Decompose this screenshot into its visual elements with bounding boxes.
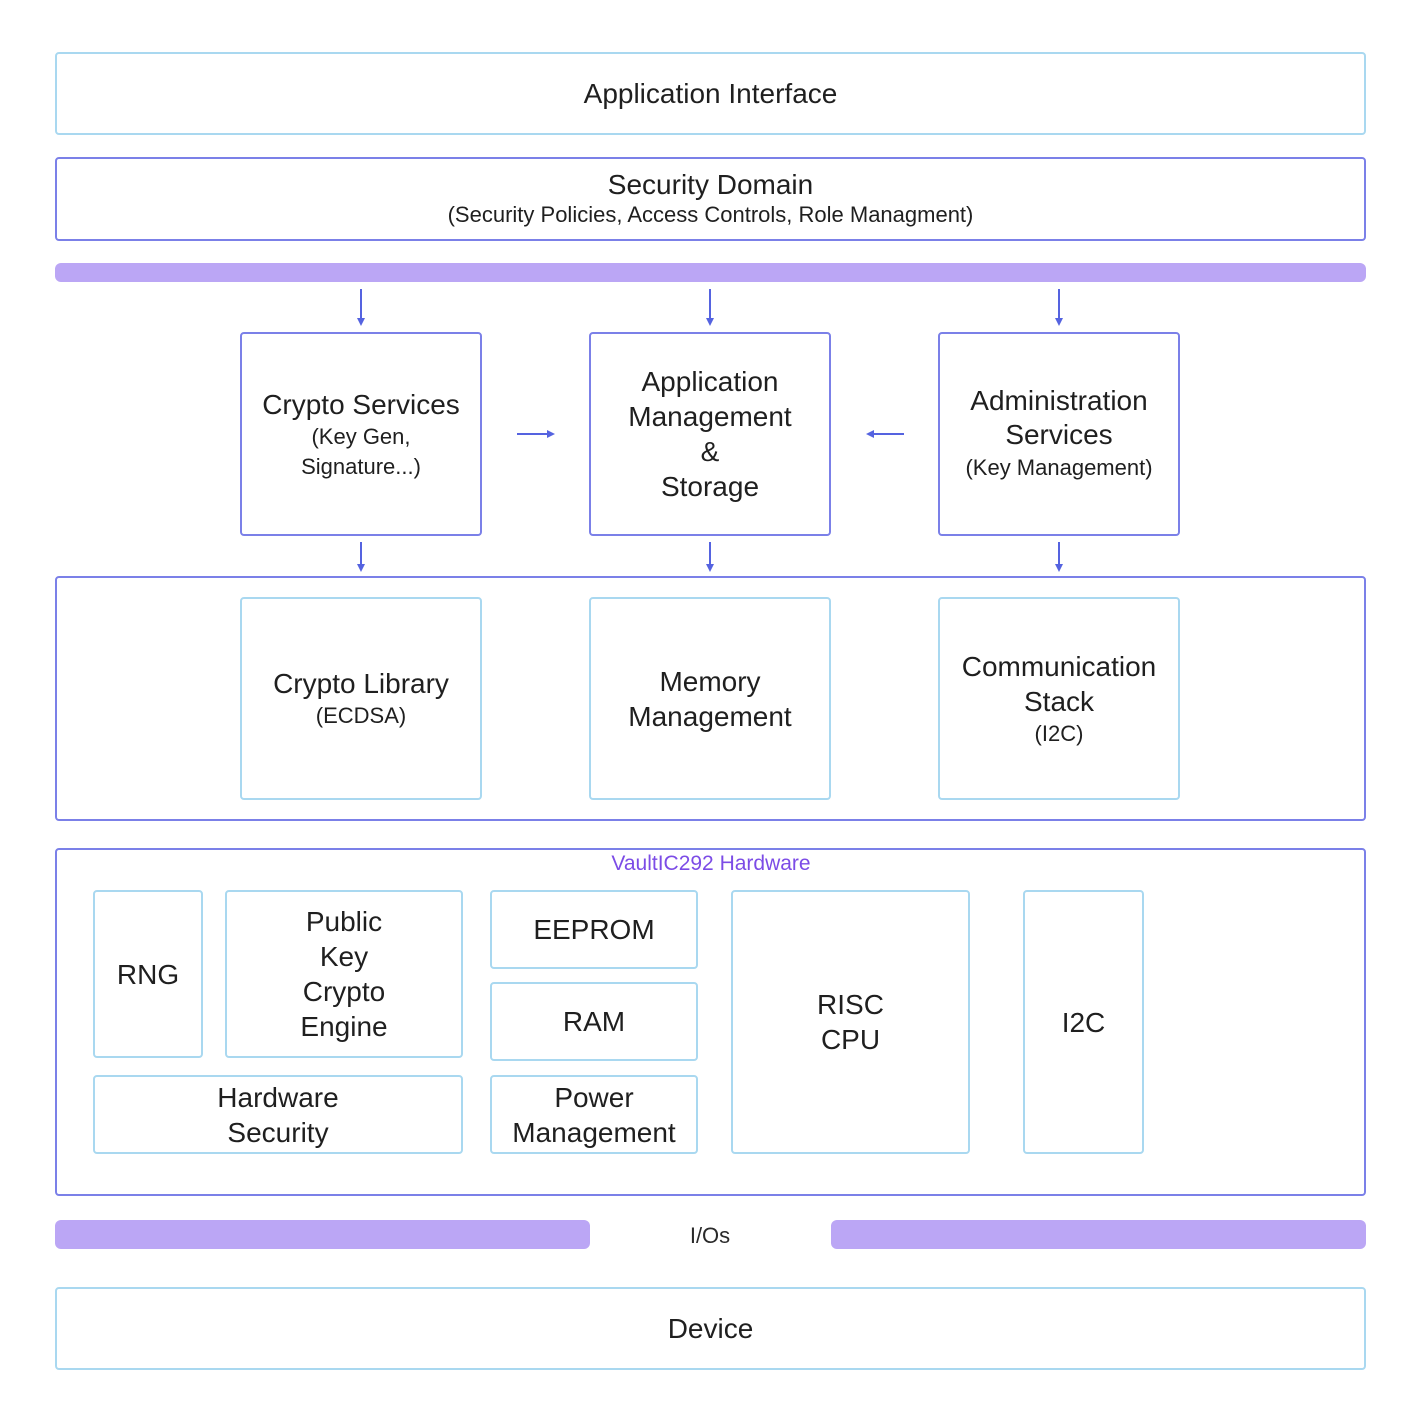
crypto-services-title: Crypto Services: [262, 388, 460, 420]
application-interface-label: Application Interface: [583, 78, 838, 109]
admin-line-1: Administration: [970, 385, 1148, 416]
public-key-crypto-engine-box: Public Key Crypto Engine: [225, 890, 463, 1058]
pke-line-1: Public: [305, 906, 383, 937]
memory-management-line-1: Memory: [659, 665, 761, 697]
memory-management-box: Memory Management: [589, 597, 831, 800]
ram-label: RAM: [562, 1006, 626, 1037]
io-label: I/Os: [689, 1223, 731, 1248]
power-management-box: Power Management: [490, 1075, 698, 1154]
admin-line-2: Services: [1005, 419, 1113, 450]
hardware-security-line-1: Hardware: [217, 1081, 339, 1113]
app-mgmt-line-1: Application: [641, 366, 779, 397]
crypto-services-sub-2: Signature...): [301, 453, 421, 479]
communication-stack-line-2: Stack: [1023, 685, 1095, 717]
crypto-library-title: Crypto Library: [273, 668, 449, 699]
security-domain-label: Security Domain: [607, 169, 814, 200]
top-bus-bar: [55, 263, 1366, 282]
communication-stack-line-3: (I2C): [1034, 720, 1084, 746]
io-bar-right: [831, 1220, 1366, 1249]
application-management-box: Application Management & Storage: [589, 332, 831, 536]
risc-cpu-line-2: CPU: [820, 1024, 881, 1055]
app-mgmt-line-4: Storage: [660, 471, 760, 502]
device-label: Device: [667, 1313, 754, 1344]
power-management-line-2: Management: [512, 1116, 676, 1148]
risc-cpu-box: RISC CPU: [731, 890, 970, 1154]
rng-box: RNG: [93, 890, 203, 1058]
hardware-title: VaultIC292 Hardware: [611, 852, 811, 875]
ram-box: RAM: [490, 982, 698, 1061]
i2c-label: I2C: [1061, 1006, 1106, 1038]
crypto-services-sub-1: (Key Gen,: [311, 423, 411, 449]
device-box: Device: [55, 1287, 1366, 1370]
communication-stack-line-1: Communication: [961, 650, 1157, 682]
eeprom-label: EEPROM: [533, 914, 655, 945]
crypto-library-box: Crypto Library (ECDSA): [240, 597, 482, 800]
pke-line-4: Engine: [300, 1011, 388, 1042]
communication-stack-box: Communication Stack (I2C): [938, 597, 1180, 800]
power-management-line-1: Power: [554, 1081, 634, 1113]
eeprom-box: EEPROM: [490, 890, 698, 969]
crypto-services-box: Crypto Services (Key Gen, Signature...): [240, 332, 482, 536]
administration-services-box: Administration Services (Key Management): [938, 332, 1180, 536]
hardware-security-line-2: Security: [227, 1116, 329, 1148]
security-domain-box: Security Domain (Security Policies, Acce…: [55, 157, 1366, 241]
app-mgmt-line-3: &: [700, 436, 720, 467]
admin-line-3: (Key Management): [965, 455, 1153, 480]
application-interface-box: Application Interface: [55, 52, 1366, 135]
pke-line-3: Crypto: [302, 976, 386, 1007]
crypto-library-sub: (ECDSA): [315, 703, 407, 728]
security-domain-sub: (Security Policies, Access Controls, Rol…: [447, 202, 974, 227]
rng-label: RNG: [116, 958, 180, 990]
app-mgmt-line-2: Management: [628, 401, 792, 432]
i2c-box: I2C: [1023, 890, 1144, 1154]
risc-cpu-line-1: RISC: [817, 989, 884, 1020]
hardware-security-box: Hardware Security: [93, 1075, 463, 1154]
pke-line-2: Key: [319, 941, 369, 972]
memory-management-line-2: Management: [628, 700, 792, 732]
io-bar-left: [55, 1220, 590, 1249]
